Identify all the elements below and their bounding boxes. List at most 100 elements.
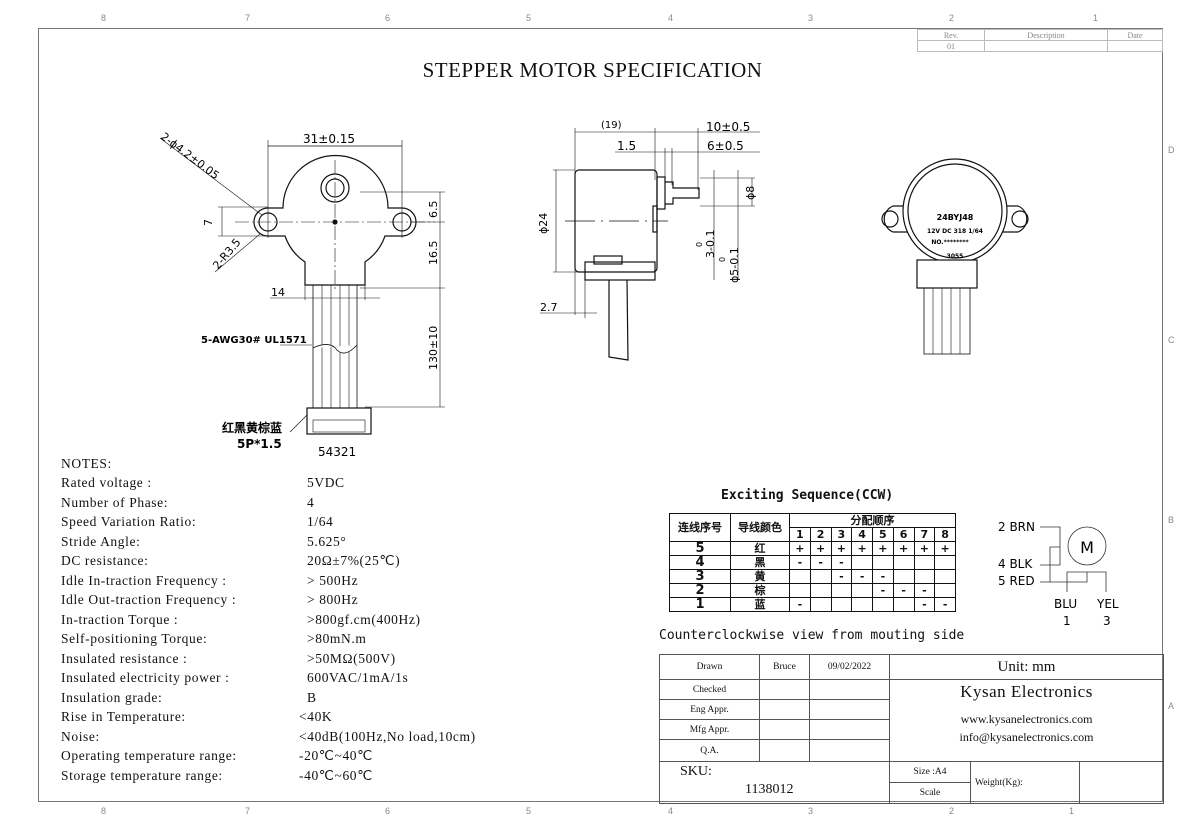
wire-red-label: 5 RED bbox=[998, 574, 1035, 588]
sequence-cell: - bbox=[934, 597, 956, 612]
zone-label: 1 bbox=[1093, 13, 1099, 23]
zone-label: 3 bbox=[808, 806, 814, 816]
tol-zero: 0 bbox=[695, 242, 704, 247]
zone-label: 5 bbox=[526, 13, 532, 23]
sequence-cell: - bbox=[789, 555, 811, 570]
qa-by bbox=[759, 739, 810, 762]
company-name: Kysan Electronics bbox=[960, 682, 1093, 701]
zone-label: 8 bbox=[101, 13, 107, 23]
note-label: Rise in Temperature: bbox=[61, 709, 186, 724]
unit-label: Unit: mm bbox=[889, 654, 1164, 680]
wire-brn-label: 2 BRN bbox=[998, 520, 1035, 534]
wire-color: 黄 bbox=[730, 569, 790, 584]
note-label: Insulation grade: bbox=[61, 689, 163, 705]
sequence-cell: - bbox=[809, 555, 832, 570]
note-label: Insulated electricity power : bbox=[61, 670, 230, 685]
tol-zero: 0 bbox=[718, 257, 727, 262]
wire-no: 2 bbox=[669, 583, 731, 598]
dim-16-5: 16.5 bbox=[427, 241, 440, 266]
sequence-cell: + bbox=[934, 541, 956, 556]
note-value: -20℃~40℃ bbox=[299, 748, 373, 763]
rev-value: 01 bbox=[917, 40, 985, 52]
company-website[interactable]: www.kysanelectronics.com bbox=[960, 712, 1093, 726]
sequence-cell: - bbox=[913, 583, 936, 598]
sequence-cell: - bbox=[872, 583, 894, 598]
title-block: Drawn Bruce 09/02/2022 Unit: mm Checked … bbox=[659, 654, 1164, 804]
note-value: <40K bbox=[299, 709, 333, 724]
wire-color: 棕 bbox=[730, 583, 790, 598]
dim-8: ϕ8 bbox=[744, 186, 757, 200]
zone-label: 3 bbox=[808, 13, 814, 23]
sequence-cell bbox=[934, 569, 956, 584]
note-label: Idle Out-traction Frequency : bbox=[61, 592, 237, 607]
note-value: 5.625° bbox=[307, 533, 347, 549]
sequence-cell: + bbox=[830, 541, 853, 556]
sequence-cell bbox=[892, 597, 915, 612]
dim-width: 31±0.15 bbox=[303, 132, 355, 146]
notes-heading: NOTES: bbox=[61, 456, 112, 471]
step-header: 7 bbox=[913, 527, 936, 542]
wire-blu-label: BLU bbox=[1054, 597, 1077, 611]
date-value bbox=[1107, 40, 1163, 52]
sequence-cell bbox=[913, 555, 936, 570]
sequence-cell bbox=[851, 555, 873, 570]
zone-label: 1 bbox=[1069, 806, 1075, 816]
dim-wire-length: 130±10 bbox=[427, 326, 440, 370]
sequence-cell: + bbox=[892, 541, 915, 556]
note-value: B bbox=[307, 689, 317, 705]
connector-label: 5P*1.5 bbox=[237, 437, 282, 451]
zone-label: 7 bbox=[245, 13, 251, 23]
drawn-date: 09/02/2022 bbox=[809, 654, 890, 680]
zone-label: 2 bbox=[949, 806, 955, 816]
note-value: 4 bbox=[307, 494, 315, 510]
note-label: Operating temperature range: bbox=[61, 748, 237, 763]
sku-label: SKU: bbox=[680, 764, 712, 779]
order-header: 分配顺序 bbox=[789, 513, 956, 528]
company-email[interactable]: info@kysanelectronics.com bbox=[959, 730, 1094, 744]
sequence-cell bbox=[851, 597, 873, 612]
note-value: > 500Hz bbox=[307, 572, 359, 588]
step-header: 2 bbox=[809, 527, 832, 542]
checked-by bbox=[759, 679, 810, 700]
note-value: <40dB(100Hz,No load,10cm) bbox=[299, 728, 476, 744]
sequence-cell: + bbox=[809, 541, 832, 556]
note-value: >800gf.cm(400Hz) bbox=[307, 611, 421, 627]
sequence-cell: + bbox=[913, 541, 936, 556]
motor-rating: 12V DC 318 1/64 bbox=[927, 228, 983, 235]
sequence-cell: - bbox=[872, 569, 894, 584]
wire-yel-label: YEL bbox=[1096, 597, 1119, 611]
note-label: Idle In-traction Frequency : bbox=[61, 572, 227, 588]
zone-label: 2 bbox=[949, 13, 955, 23]
sequence-cell: - bbox=[851, 569, 873, 584]
sequence-cell bbox=[789, 569, 811, 584]
side-view bbox=[540, 128, 760, 361]
qa-date bbox=[809, 739, 890, 762]
wire-color: 蓝 bbox=[730, 597, 790, 612]
sequence-cell: + bbox=[789, 541, 811, 556]
sequence-cell: - bbox=[830, 555, 853, 570]
drawn-label: Drawn bbox=[659, 654, 760, 680]
sequence-cell: - bbox=[830, 569, 853, 584]
wire-blk-label: 4 BLK bbox=[998, 557, 1033, 571]
zone-label: 5 bbox=[526, 806, 532, 816]
wire-color: 黑 bbox=[730, 555, 790, 570]
sequence-cell bbox=[789, 583, 811, 598]
sequence-cell bbox=[934, 555, 956, 570]
sequence-cell bbox=[851, 583, 873, 598]
zone-label: 6 bbox=[385, 13, 391, 23]
drawing-frame bbox=[38, 28, 1163, 802]
step-header: 5 bbox=[872, 527, 894, 542]
note-label: Storage temperature range: bbox=[61, 767, 223, 783]
checked-date bbox=[809, 679, 890, 700]
zone-label: 4 bbox=[668, 806, 674, 816]
dim-10: 10±0.5 bbox=[706, 120, 750, 134]
wire-no: 5 bbox=[669, 541, 731, 556]
step-header: 3 bbox=[830, 527, 853, 542]
note-label: DC resistance: bbox=[61, 553, 149, 568]
